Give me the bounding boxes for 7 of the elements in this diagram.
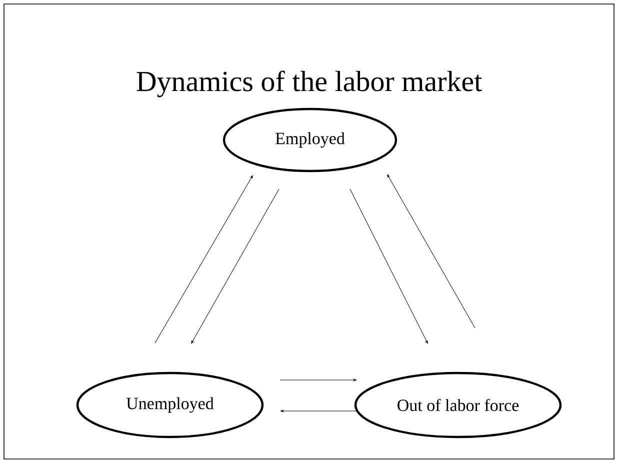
title: Dynamics of the labor market xyxy=(136,70,482,98)
arrow xyxy=(154,175,253,344)
arrow xyxy=(191,188,280,344)
arrow xyxy=(280,410,356,412)
arrow xyxy=(350,188,428,344)
arrow xyxy=(280,378,357,382)
arrow xyxy=(387,174,476,328)
